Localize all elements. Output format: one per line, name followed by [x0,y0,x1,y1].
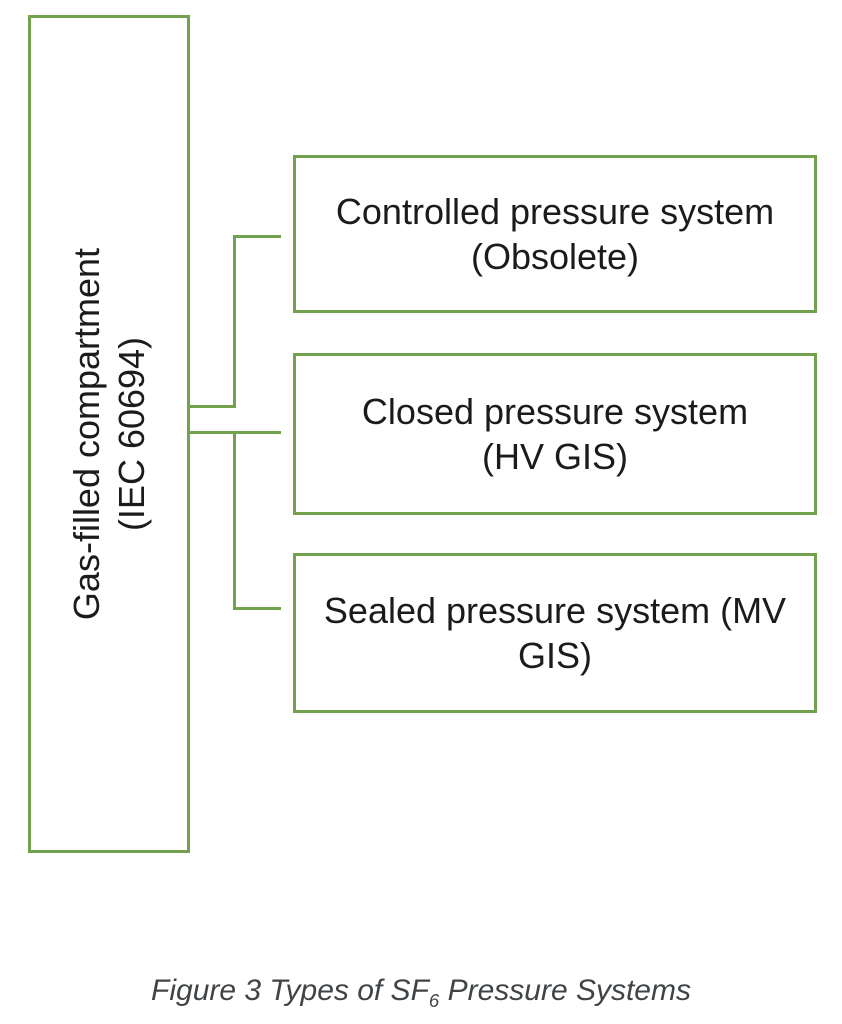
connector-root-to-child1-segment-horizontal-upper [233,235,281,238]
child1-label-line1: Controlled pressure system [335,191,775,232]
connector-root-to-child3-segment-vertical [233,431,236,610]
figure-caption: Figure 3 Types of SF6 Pressure Systems [0,972,842,1010]
connector-root-to-child1-segment-horizontal-lower [190,405,236,408]
child2-label-line1: Closed pressure system [361,391,749,432]
child-box-controlled-pressure-system: Controlled pressure system (Obsolete) [293,155,817,313]
child1-label-line2: (Obsolete) [470,236,640,277]
root-box-gas-filled-compartment: Gas-filled compartment (IEC 60694) [28,15,190,853]
connector-root-to-child1-segment-vertical [233,235,236,408]
child-box-closed-pressure-system: Closed pressure system (HV GIS) [293,353,817,515]
child2-label-line2: (HV GIS) [481,436,628,477]
child3-label-line2: GIS) [517,635,592,676]
child3-label-line1: Sealed pressure system (MV [323,590,787,631]
figure-caption-prefix: Figure 3 Types of SF [151,974,429,1007]
figure-caption-subscript: 6 [428,990,440,1011]
root-box-label-line2: (IEC 60694) [111,336,152,532]
connector-root-to-child3-segment-horizontal [233,607,281,610]
figure-caption-suffix: Pressure Systems [439,974,691,1007]
child-box-sealed-pressure-system: Sealed pressure system (MV GIS) [293,553,817,713]
root-box-label: Gas-filled compartment (IEC 60694) [64,248,154,620]
root-box-label-line1: Gas-filled compartment [66,247,107,621]
